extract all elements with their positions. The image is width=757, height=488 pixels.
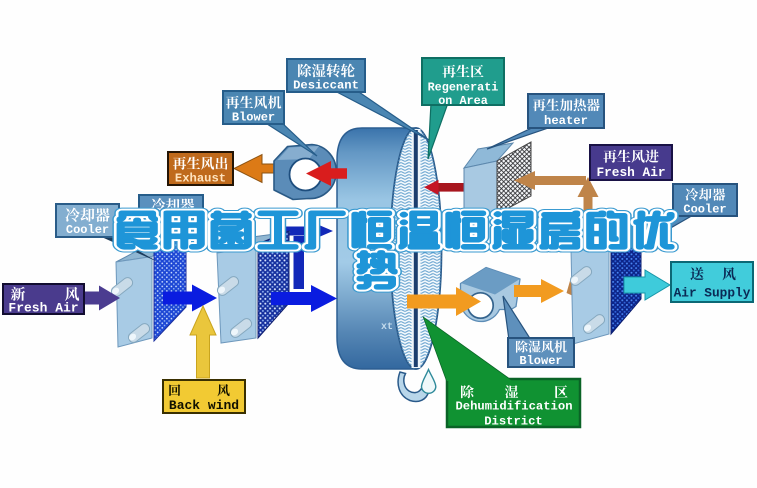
- svg-text:Fresh Air: Fresh Air: [596, 165, 665, 180]
- svg-text:Cooler: Cooler: [66, 223, 109, 237]
- svg-text:Regenerati: Regenerati: [428, 81, 499, 95]
- svg-text:Dehumidification: Dehumidification: [455, 400, 572, 414]
- svg-text:Fresh Air: Fresh Air: [8, 301, 78, 316]
- svg-text:heater: heater: [544, 114, 588, 128]
- svg-text:on Area: on Area: [438, 94, 488, 108]
- svg-text:District: District: [484, 415, 543, 429]
- svg-text:Back wind: Back wind: [169, 398, 239, 413]
- svg-text:Air Supply: Air Supply: [674, 286, 751, 301]
- svg-text:Blower: Blower: [232, 111, 275, 125]
- svg-text:Blower: Blower: [519, 354, 562, 368]
- svg-text:xt: xt: [381, 322, 393, 333]
- svg-text:Exhaust: Exhaust: [175, 172, 226, 186]
- svg-text:Cooler: Cooler: [683, 203, 726, 217]
- svg-text:Desiccant: Desiccant: [293, 79, 359, 93]
